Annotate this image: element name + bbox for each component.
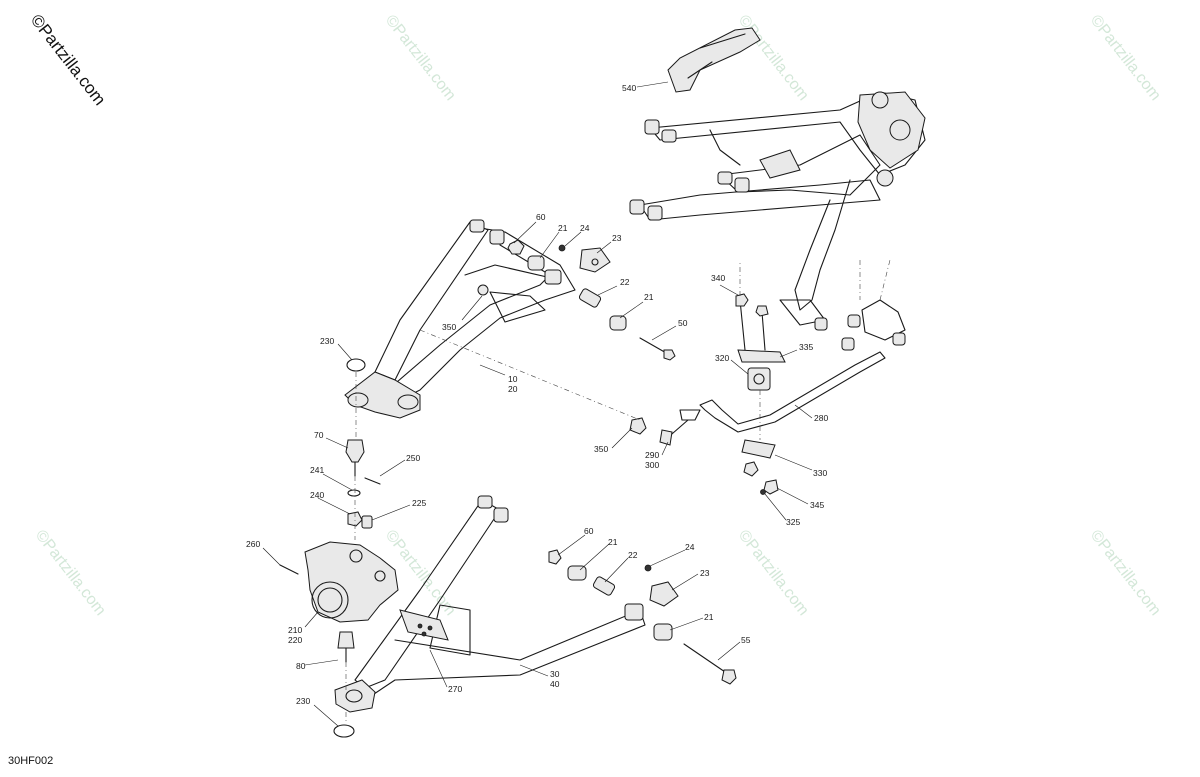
watermark: ©Partzilla.com: [1087, 527, 1164, 619]
diagram-code: 30HF002: [8, 755, 53, 767]
callout-60: 60: [536, 212, 546, 222]
callout-325: 325: [786, 517, 800, 527]
upper-a-arm: [344, 219, 576, 419]
callout-23: 23: [612, 233, 622, 243]
lower-a-arm: [333, 495, 646, 738]
callout-335: 335: [799, 342, 813, 352]
callout-55: 55: [741, 635, 751, 645]
callout-21: 21: [608, 537, 618, 547]
watermark: ©Partzilla.com: [382, 12, 459, 104]
callout-350: 350: [442, 322, 456, 332]
watermark: ©Partzilla.com: [735, 527, 812, 619]
callout-340: 340: [711, 273, 725, 283]
callout-210: 210: [288, 625, 302, 635]
callout-50: 50: [678, 318, 688, 328]
upper-hardware: [477, 239, 676, 361]
callout-220: 220: [288, 635, 302, 645]
callout-60: 60: [584, 526, 594, 536]
leader-lines: [262, 81, 813, 727]
callout-241: 241: [310, 465, 324, 475]
callout-21: 21: [704, 612, 714, 622]
callout-345: 345: [810, 500, 824, 510]
callout-20: 20: [508, 384, 518, 394]
callout-10: 10: [508, 374, 518, 384]
callout-230: 230: [320, 336, 334, 346]
callout-23: 23: [700, 568, 710, 578]
callout-24: 24: [685, 542, 695, 552]
callout-280: 280: [814, 413, 828, 423]
callout-30: 30: [550, 669, 560, 679]
callout-330: 330: [813, 468, 827, 478]
watermarks: ©Partzilla.com ©Partzilla.com ©Partzilla…: [32, 12, 1164, 619]
callout-21: 21: [644, 292, 654, 302]
frame-assembly: [629, 27, 926, 331]
callout-24: 24: [580, 223, 590, 233]
callout-21: 21: [558, 223, 568, 233]
callout-70: 70: [314, 430, 324, 440]
retaining-ring: [346, 358, 366, 372]
callout-250: 250: [406, 453, 420, 463]
callout-540: 540: [622, 83, 636, 93]
callout-320: 320: [715, 353, 729, 363]
callout-80: 80: [296, 661, 306, 671]
callout-22: 22: [628, 550, 638, 560]
callout-22: 22: [620, 277, 630, 287]
callout-290: 290: [645, 450, 659, 460]
lower-hardware: [548, 549, 737, 685]
callout-270: 270: [448, 684, 462, 694]
callout-350: 350: [594, 444, 608, 454]
copyright-mark: ©Partzilla.com: [27, 11, 110, 109]
alignment-lines: [345, 259, 891, 724]
callouts: 540 60 21 24 23 22 21 50 350 230 10 20 3…: [246, 83, 828, 706]
callout-40: 40: [550, 679, 560, 689]
callout-240: 240: [310, 490, 324, 500]
ball-joint-and-knuckle: [279, 439, 399, 663]
callout-260: 260: [246, 539, 260, 549]
watermark: ©Partzilla.com: [1087, 12, 1164, 104]
callout-230: 230: [296, 696, 310, 706]
watermark: ©Partzilla.com: [735, 12, 812, 104]
callout-225: 225: [412, 498, 426, 508]
stabilizer-bar: [629, 293, 906, 495]
watermark: ©Partzilla.com: [32, 527, 109, 619]
callout-300: 300: [645, 460, 659, 470]
